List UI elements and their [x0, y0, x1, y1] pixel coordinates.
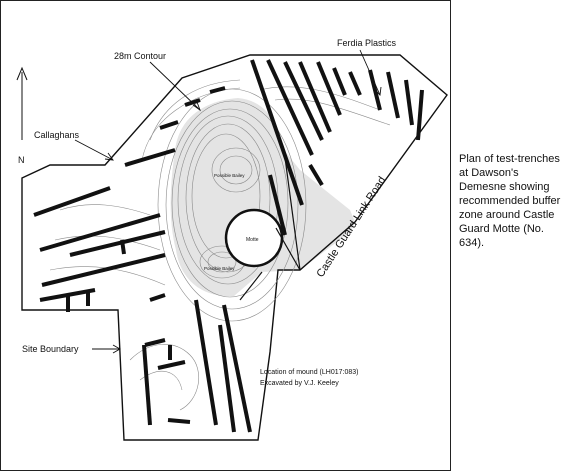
bailey-north-label: Possible Bailey — [214, 173, 245, 178]
ferdia-label: Ferdia Plastics — [337, 38, 397, 48]
site-boundary-outline — [21, 54, 448, 441]
north-arrow — [16, 66, 28, 140]
site-plan-map: N 28m Contour Ferdia Plastics Callaghans… — [16, 38, 448, 441]
bailey-south-label: Possible Bailey — [204, 266, 235, 271]
site-boundary-label: Site Boundary — [22, 344, 79, 354]
trenches — [33, 59, 424, 433]
mound-location-label: Location of mound (LH017:083) — [260, 369, 358, 376]
pointer-arrows — [74, 49, 382, 354]
figure-caption: Plan of test-trenches at Dawson's Demesn… — [459, 153, 561, 249]
excavated-by-label: Excavated by V.J. Keeley — [260, 380, 339, 387]
contour-label: 28m Contour — [114, 51, 166, 61]
north-label: N — [18, 155, 25, 165]
motte-label: Motte — [246, 237, 259, 243]
road-edges — [239, 149, 301, 301]
callaghans-label: Callaghans — [34, 130, 80, 140]
